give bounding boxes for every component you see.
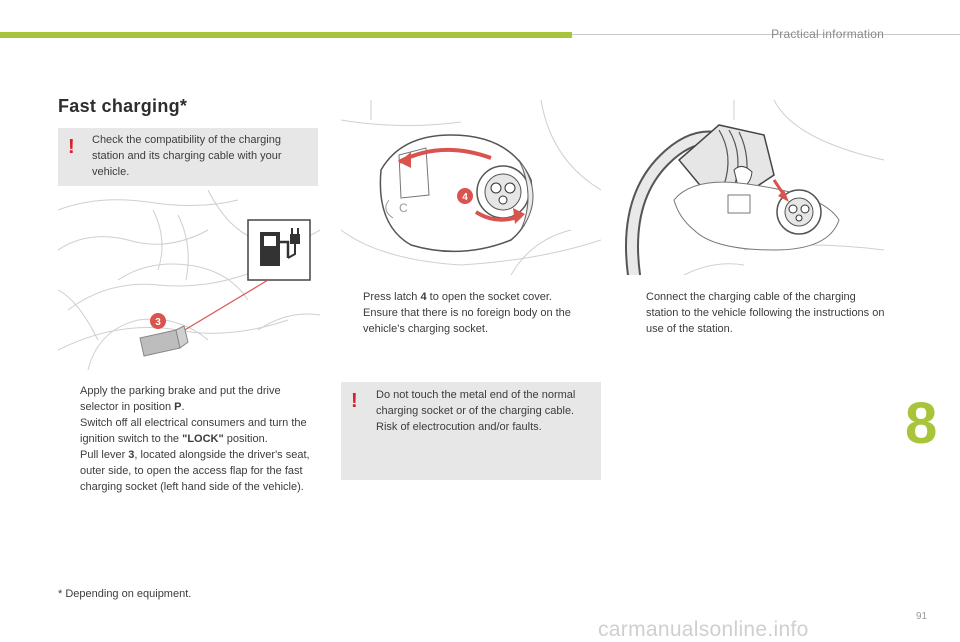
list-item: Connect the charging cable of the chargi… <box>624 289 888 337</box>
list-item: Press latch 4 to open the socket cover. <box>341 289 601 305</box>
svg-text:C: C <box>399 201 408 215</box>
warning-line: Risk of electrocution and/or faults. <box>376 421 542 433</box>
step-text: Apply the parking brake and put the driv… <box>80 385 281 413</box>
step-text: , located alongside the driver's seat, o… <box>80 449 310 493</box>
list-item: Pull lever 3, located alongside the driv… <box>58 447 320 495</box>
list-item: Apply the parking brake and put the driv… <box>58 383 320 415</box>
step-bold: 4 <box>420 291 427 303</box>
page-number: 91 <box>916 611 928 622</box>
warning-icon: ! <box>351 390 358 412</box>
fuel-plug-icon <box>260 228 300 266</box>
header-accent-bar <box>0 32 572 38</box>
step-bold: 3 <box>128 449 135 461</box>
illustration-charging-cable <box>624 99 885 282</box>
step-text: to open the socket cover. <box>426 291 552 303</box>
step-text: position. <box>223 433 268 445</box>
warning-box-compatibility: ! Check the compatibility of the chargin… <box>58 128 318 186</box>
callout-3-marker <box>150 313 166 329</box>
step-text: Ensure that there is no foreign body on … <box>363 307 571 335</box>
steps-middle-list: Press latch 4 to open the socket cover. … <box>341 289 601 337</box>
seat-lever-drawing: 3 <box>57 189 321 371</box>
chapter-title: Practical information <box>771 27 884 41</box>
watermark: carmanualsonline.info <box>598 618 809 641</box>
chapter-number: 8 <box>905 391 938 456</box>
step-bold: "LOCK" <box>182 433 224 445</box>
socket-cover-drawing: C 4 <box>340 99 602 276</box>
callout-4-marker <box>457 188 473 204</box>
illustration-socket-cover: C 4 <box>340 99 602 276</box>
illustration-seat-lever: 3 <box>57 189 321 372</box>
warning-text: Do not touch the metal end of the normal… <box>376 387 586 435</box>
charging-cable-drawing <box>625 99 885 282</box>
callout-3-label: 3 <box>155 317 161 328</box>
warning-text: Check the compatibility of the charging … <box>92 134 282 178</box>
steps-right-list: Connect the charging cable of the chargi… <box>624 289 888 337</box>
footnote: * Depending on equipment. <box>58 588 192 600</box>
step-text: Connect the charging cable of the chargi… <box>646 291 885 335</box>
step-text: Pull lever <box>80 449 129 461</box>
list-item: Ensure that there is no foreign body on … <box>341 305 601 337</box>
step-text: Switch off all electrical consumers and … <box>80 417 307 445</box>
steps-left-list: Apply the parking brake and put the driv… <box>58 383 320 495</box>
header-rule <box>572 34 960 35</box>
step-bold: P <box>174 401 182 413</box>
warning-box-electrocution: ! Do not touch the metal end of the norm… <box>341 382 601 480</box>
step-text: . <box>181 401 185 413</box>
step-text: Press latch <box>363 291 421 303</box>
callout-4-label: 4 <box>462 192 468 203</box>
warning-line: Do not touch the metal end of the normal… <box>376 389 576 417</box>
section-title: Fast charging* <box>58 96 188 116</box>
list-item: Switch off all electrical consumers and … <box>58 415 320 447</box>
warning-icon: ! <box>68 136 75 158</box>
